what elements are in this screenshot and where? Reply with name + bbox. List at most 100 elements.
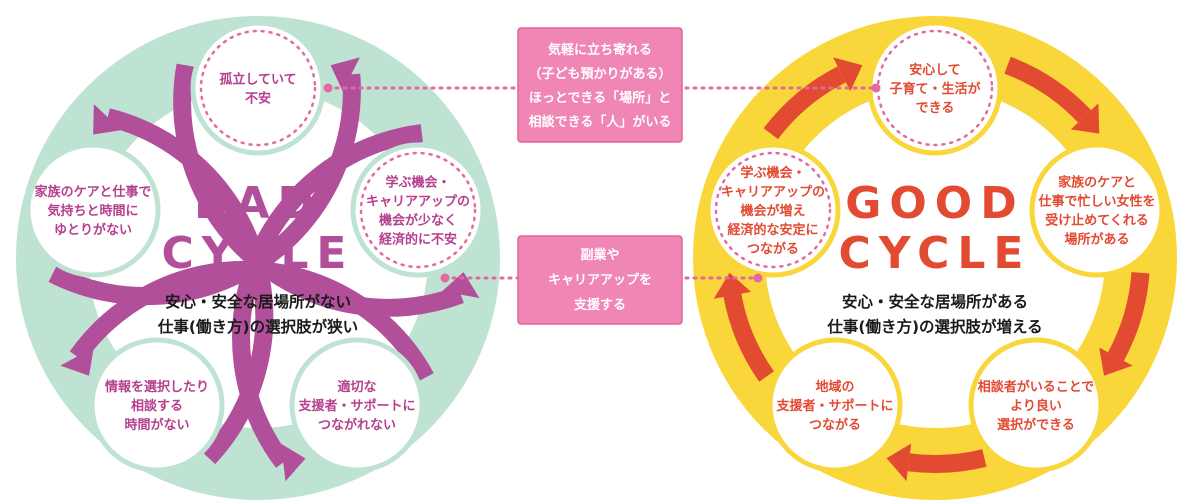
- bridge-mid-line: 支援する: [573, 297, 626, 313]
- bad-cycle: BAD CYCLE 安心・安全な居場所がない 仕事(働き方)の選択肢が狭い 孤立…: [16, 16, 500, 500]
- connector-dot-tl: [323, 83, 333, 93]
- bad-node-circle: [190, 20, 326, 156]
- good-node-text: 支援者・サポートに: [775, 398, 893, 414]
- bridge-mid-line: 副業や: [580, 247, 619, 263]
- bad-node-text: 適切な: [337, 379, 376, 395]
- good-arrow-body: [907, 449, 987, 473]
- bridge-top-line: 相談できる「人」がいる: [529, 114, 672, 130]
- bad-arrow-head: [60, 347, 94, 376]
- bad-node-circle: [350, 142, 486, 278]
- bridge-top-line: 気軽に立ち寄れる: [548, 42, 652, 58]
- good-node-text: 地域の: [815, 379, 854, 395]
- bad-arrow-body: [48, 73, 361, 306]
- bad-node-text: キャリアアップの: [366, 195, 470, 210]
- bad-node-text: 孤立していて: [219, 72, 296, 88]
- good-center-line2: 仕事(働き方)の選択肢が増える: [826, 317, 1042, 336]
- good-node-text: できる: [916, 101, 955, 116]
- bad-node-text: 時間がない: [124, 417, 189, 433]
- good-title-line1: GOOD: [845, 178, 1024, 229]
- bad-center-line1: 安心・安全な居場所がない: [165, 292, 351, 311]
- good-arrow-body: [723, 293, 775, 382]
- bad-arrows: [48, 57, 480, 482]
- bad-title-line2: CYCLE: [162, 228, 355, 279]
- bad-node-text: つながれない: [318, 417, 396, 433]
- bad-node-text: 支援者・サポートに: [297, 398, 415, 414]
- good-node-text: 受け止めてくれる: [1045, 213, 1149, 229]
- good-cycle: GOOD CYCLE 安心・安全な居場所がある 仕事(働き方)の選択肢が増える …: [693, 16, 1177, 500]
- bridge-top-line: ほっとできる「場所」と: [529, 90, 671, 106]
- good-node-text: 経済的な安定に: [727, 222, 818, 238]
- bad-node-text: 気持ちと時間に: [47, 203, 138, 219]
- good-arrow-head: [1099, 347, 1133, 376]
- good-center-line1: 安心・安全な居場所がある: [842, 292, 1028, 311]
- good-node-text: 選択ができる: [997, 417, 1075, 433]
- good-node-text: 家族のケアと: [1058, 175, 1136, 191]
- bad-node-circle: [89, 337, 225, 473]
- bad-arrow-head: [93, 104, 122, 135]
- bridge-box-top-bg: [517, 27, 683, 143]
- good-node-text: 場所がある: [1064, 232, 1129, 248]
- bad-arrow-head: [280, 443, 306, 482]
- connector-dot-tr: [871, 83, 881, 93]
- bad-title-line1: BAD: [194, 178, 322, 229]
- good-node-text: 機会が増え: [740, 203, 805, 219]
- bad-node-circle: [289, 337, 425, 473]
- bad-node-text: 学ぶ機会・: [385, 175, 450, 191]
- good-arrow-body: [1004, 56, 1092, 123]
- good-node-text: つながる: [809, 417, 861, 433]
- good-node-text: 学ぶ機会・: [740, 165, 805, 181]
- good-node-text: 相談者がいることで: [978, 379, 1095, 395]
- bridge-top-line: （子ども預かりがある）: [528, 66, 671, 82]
- bad-node-text: 不安: [245, 91, 271, 107]
- connectors: [323, 83, 881, 283]
- good-arrows: [713, 56, 1150, 482]
- bad-node-text: 相談する: [131, 398, 183, 414]
- bridge-box-top: 気軽に立ち寄れる （子ども預かりがある） ほっとできる「場所」と 相談できる「人…: [517, 27, 683, 143]
- good-arrow-head: [886, 443, 912, 482]
- highlight-ring: [199, 29, 317, 147]
- good-arrow-head: [1070, 103, 1100, 134]
- bad-center-line2: 仕事(働き方)の選択肢が狭い: [157, 317, 358, 336]
- connector-dot-mr: [753, 273, 763, 283]
- bad-node-text: ゆとりがない: [54, 222, 132, 238]
- good-node-text: 子育て・生活が: [889, 81, 980, 97]
- bad-node-text: 情報を選択したり: [105, 379, 209, 395]
- good-node-text: 安心して: [909, 62, 961, 78]
- good-arrow-head: [833, 57, 863, 92]
- good-arrow-body: [1107, 272, 1150, 361]
- bad-arrow-head: [330, 57, 360, 92]
- bridge-mid-line: キャリアアップを: [548, 273, 652, 288]
- bad-node-text: 家族のケアと仕事で: [35, 184, 152, 200]
- good-title-line2: CYCLE: [839, 228, 1032, 279]
- bad-nodes: 孤立していて不安学ぶ機会・キャリアアップの機会が少なく経済的に不安適切な支援者・…: [25, 20, 486, 473]
- good-node-text: つながる: [747, 241, 799, 257]
- good-node-circle: [1029, 142, 1165, 278]
- good-arrow-head: [713, 272, 752, 299]
- good-node-circle: [767, 337, 903, 473]
- good-node-text: キャリアアップの: [721, 185, 825, 200]
- connector-dot-ml: [440, 273, 450, 283]
- bad-arrow-head: [442, 272, 480, 298]
- bridge-box-mid: 副業や キャリアアップを 支援する: [517, 235, 683, 325]
- good-arrow-body: [763, 66, 846, 140]
- highlight-ring: [714, 151, 832, 269]
- good-nodes: 安心して子育て・生活ができる家族のケアと仕事で忙しい女性を受け止めてくれる場所が…: [705, 20, 1165, 473]
- bad-node-text: 機会が少なく: [379, 213, 457, 229]
- bridge-box-mid-bg: [517, 235, 683, 325]
- bad-node-circle: [25, 142, 161, 278]
- good-node-circle: [705, 142, 841, 278]
- good-node-circle: [968, 337, 1104, 473]
- highlight-ring: [359, 151, 477, 269]
- bad-node-text: 経済的に不安: [379, 232, 457, 248]
